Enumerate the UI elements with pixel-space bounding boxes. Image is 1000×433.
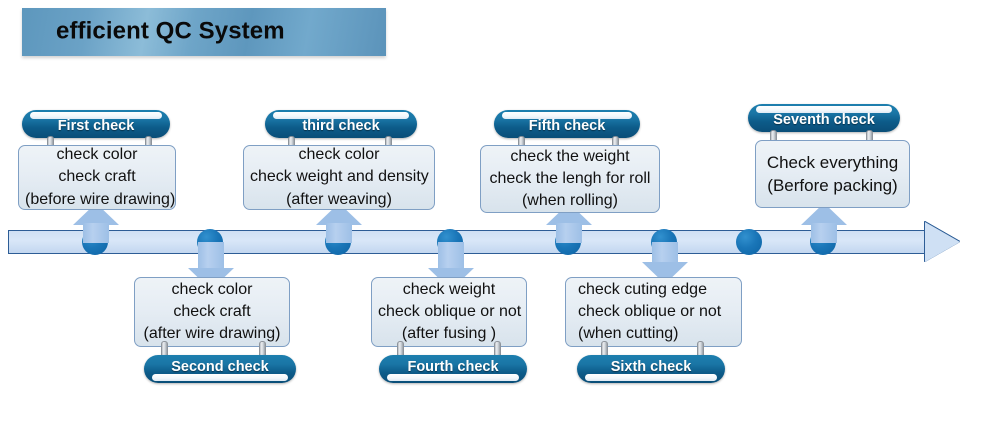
check-label-text: third check xyxy=(302,118,380,134)
check-detail-line: check the lengh for roll xyxy=(489,169,651,187)
check-detail-line: check craft xyxy=(173,302,251,320)
check-detail-line: check weight and density xyxy=(250,168,429,186)
title-banner: efficient QC System xyxy=(22,8,386,56)
page-title: efficient QC System xyxy=(56,17,285,45)
check-detail-box-seventh-check: Check everything (Berfore packing) xyxy=(755,140,910,208)
pill-gloss xyxy=(756,106,892,113)
pill-gloss xyxy=(387,374,519,381)
check-detail-line: check the weight xyxy=(510,147,630,165)
pill-gloss xyxy=(502,112,632,119)
check-detail-box-second-check: check color check craft (after wire draw… xyxy=(134,277,290,347)
check-detail-box-fifth-check: check the weight check the lengh for rol… xyxy=(480,145,660,213)
check-detail-line: check weight xyxy=(402,280,496,298)
check-detail-line: (when cutting) xyxy=(578,325,679,343)
check-detail-line: check color xyxy=(171,280,253,298)
check-detail-line: check color xyxy=(298,146,380,164)
check-label-pill-second-check[interactable]: Second check xyxy=(144,355,296,383)
check-label-text: Sixth check xyxy=(610,359,692,375)
timeline-node-dot-7 xyxy=(736,229,762,255)
check-detail-box-first-check: check color check craft (before wire dra… xyxy=(18,145,176,210)
check-detail-line: (Berfore packing) xyxy=(767,176,898,195)
check-detail-line: check color xyxy=(56,146,138,164)
check-label-pill-seventh-check[interactable]: Seventh check xyxy=(748,104,900,132)
check-detail-line: check oblique or not xyxy=(578,302,722,320)
pill-gloss xyxy=(273,112,409,119)
check-label-pill-third-check[interactable]: third check xyxy=(265,110,417,138)
check-detail-line: (after wire drawing) xyxy=(143,325,281,343)
check-detail-line: check cuting edge xyxy=(578,280,707,298)
timeline-arrowhead-icon xyxy=(925,222,960,262)
timeline-bar xyxy=(8,230,933,254)
check-detail-box-fourth-check: check weight check oblique or not (after… xyxy=(371,277,527,347)
check-label-pill-fourth-check[interactable]: Fourth check xyxy=(379,355,527,383)
check-detail-line: (before wire drawing) xyxy=(25,190,176,208)
check-label-pill-sixth-check[interactable]: Sixth check xyxy=(577,355,725,383)
connector-arrow-seventh-check xyxy=(801,203,847,243)
check-label-text: Fourth check xyxy=(407,359,499,375)
check-detail-line: (when rolling) xyxy=(521,192,619,210)
check-label-text: First check xyxy=(57,118,135,134)
check-detail-line: Check everything xyxy=(766,152,899,172)
pill-gloss xyxy=(30,112,162,119)
check-detail-box-third-check: check color check weight and density (af… xyxy=(243,145,435,210)
check-detail-line: (after weaving) xyxy=(286,190,392,208)
pill-gloss xyxy=(152,374,288,381)
check-label-text: Second check xyxy=(171,359,269,375)
check-detail-line: check oblique or not xyxy=(378,302,522,320)
check-detail-line: (after fusing ) xyxy=(401,325,497,343)
check-detail-line: check craft xyxy=(58,168,136,186)
check-label-text: Fifth check xyxy=(528,118,606,134)
pill-gloss xyxy=(585,374,717,381)
check-label-text: Seventh check xyxy=(773,112,875,128)
check-detail-box-sixth-check: check cuting edge check oblique or not (… xyxy=(565,277,742,347)
check-label-pill-first-check[interactable]: First check xyxy=(22,110,170,138)
check-label-pill-fifth-check[interactable]: Fifth check xyxy=(494,110,640,138)
